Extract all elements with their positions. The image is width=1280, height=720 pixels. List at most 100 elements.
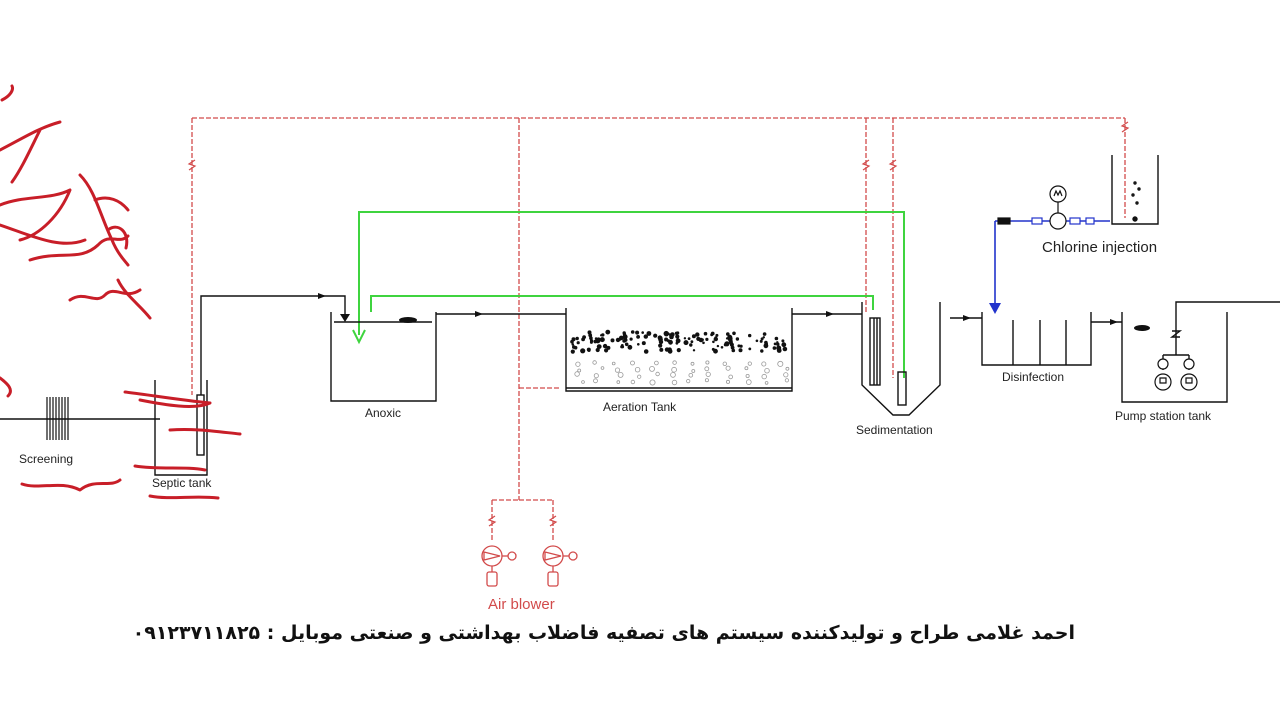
air-bubble xyxy=(705,360,710,365)
aeration-tank xyxy=(565,308,793,392)
screening-unit xyxy=(46,397,69,440)
disinfection-label: Disinfection xyxy=(1002,370,1064,384)
air-bubble xyxy=(745,373,750,378)
media-particle xyxy=(763,343,769,349)
air-blower-1 xyxy=(481,545,517,587)
air-bubble xyxy=(686,378,691,384)
air-bubble xyxy=(761,373,767,380)
media-particle xyxy=(732,331,736,336)
air-bubble xyxy=(655,371,660,377)
aeration-bubbles xyxy=(574,360,790,386)
media-particle xyxy=(776,342,780,346)
air-bubble xyxy=(704,378,709,383)
air-bubble xyxy=(745,379,752,385)
air-bubble xyxy=(764,381,769,385)
air-valve-marks xyxy=(187,121,1130,527)
chlorine-dosing-fittings xyxy=(997,217,1095,225)
chlorine-tank xyxy=(1111,155,1159,225)
media-particle xyxy=(664,347,670,352)
media-particle xyxy=(755,339,759,343)
media-particle xyxy=(725,337,729,340)
anoxic-mixer xyxy=(399,317,417,323)
media-particle xyxy=(573,345,578,350)
air-bubble xyxy=(747,361,752,366)
media-particle xyxy=(576,341,580,345)
pump-station-tank-label: Pump station tank xyxy=(1115,409,1212,423)
air-bubble xyxy=(614,367,621,373)
media-particle xyxy=(748,347,752,351)
media-particle xyxy=(701,338,704,342)
air-bubble xyxy=(728,374,733,380)
chlorine-dosing-line xyxy=(994,220,1110,306)
media-particle xyxy=(596,344,602,349)
media-particle xyxy=(716,344,720,348)
media-particle xyxy=(571,343,575,346)
media-particle xyxy=(635,330,640,335)
air-bubble xyxy=(777,360,784,367)
sludge-return-arrow xyxy=(352,329,366,345)
aeration-media xyxy=(570,329,788,354)
air-distribution-lines xyxy=(191,117,1126,540)
air-bubble xyxy=(577,368,582,373)
pump-station-tank xyxy=(1121,312,1228,403)
media-particle xyxy=(582,335,586,339)
air-blower-2 xyxy=(542,545,578,587)
air-bubble xyxy=(617,371,624,378)
media-particle xyxy=(738,348,743,353)
footer-contact-text: احمد غلامی طراح و تولیدکننده سیستم های ت… xyxy=(132,622,1075,644)
media-particle xyxy=(691,334,696,339)
air-bubble xyxy=(722,361,727,366)
media-particle xyxy=(762,332,767,336)
media-particle xyxy=(729,340,733,345)
air-bubble xyxy=(649,379,656,386)
air-bubble xyxy=(593,373,599,379)
media-particle xyxy=(759,339,763,343)
air-bubble xyxy=(634,367,641,373)
air-bubble xyxy=(672,360,677,365)
media-particle xyxy=(724,341,730,347)
media-particle xyxy=(692,349,696,352)
media-particle xyxy=(712,340,715,344)
air-bubble xyxy=(690,361,695,366)
media-particle xyxy=(668,339,673,345)
media-particle xyxy=(782,346,788,352)
septic-tank xyxy=(154,380,208,476)
air-bubble xyxy=(581,380,585,384)
air-bubble xyxy=(726,379,731,384)
screening-label: Screening xyxy=(19,452,73,466)
air-bubble xyxy=(574,371,580,377)
media-particle xyxy=(664,337,669,342)
disinfection-tank xyxy=(981,312,1092,366)
flow-arrows xyxy=(318,293,1118,325)
air-bubble xyxy=(785,366,790,371)
media-particle xyxy=(720,346,724,349)
air-bubble xyxy=(688,372,694,378)
media-particle xyxy=(653,333,658,338)
media-particle xyxy=(630,330,635,334)
media-particle xyxy=(690,340,694,344)
media-particle xyxy=(674,331,679,335)
media-particle xyxy=(570,349,575,354)
media-particle xyxy=(696,336,701,341)
submersible-pumps xyxy=(1154,358,1198,391)
media-particle xyxy=(620,345,624,349)
media-particle xyxy=(776,345,782,351)
media-particle xyxy=(735,337,740,341)
air-bubble xyxy=(616,380,621,384)
sludge-return-lines xyxy=(358,211,905,378)
media-particle xyxy=(599,337,605,343)
media-particle xyxy=(683,337,687,340)
media-particle xyxy=(605,329,611,335)
media-particle xyxy=(636,335,640,339)
media-particle xyxy=(773,342,777,346)
media-particle xyxy=(689,343,693,347)
handwritten-annotations xyxy=(0,84,242,500)
media-particle xyxy=(730,345,735,350)
air-bubble xyxy=(593,378,598,384)
media-particle xyxy=(760,337,764,341)
air-bubble xyxy=(784,378,790,383)
media-particle xyxy=(646,331,652,336)
air-bubble xyxy=(654,360,659,366)
media-particle xyxy=(641,331,644,334)
